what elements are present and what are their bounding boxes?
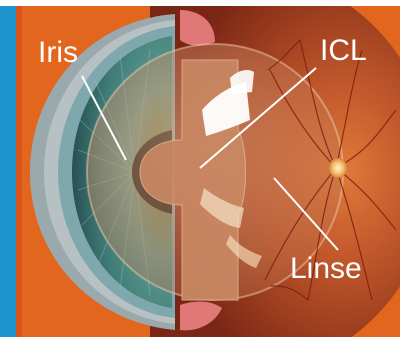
- label-lens: Linse: [290, 252, 362, 285]
- label-iris: Iris: [38, 36, 78, 69]
- top-border: [0, 0, 406, 6]
- label-icl: ICL: [320, 34, 367, 67]
- optic-disc-icon: [329, 158, 347, 178]
- left-blue-band: [0, 0, 16, 337]
- left-orange-band: [16, 0, 22, 337]
- right-border: [400, 0, 406, 337]
